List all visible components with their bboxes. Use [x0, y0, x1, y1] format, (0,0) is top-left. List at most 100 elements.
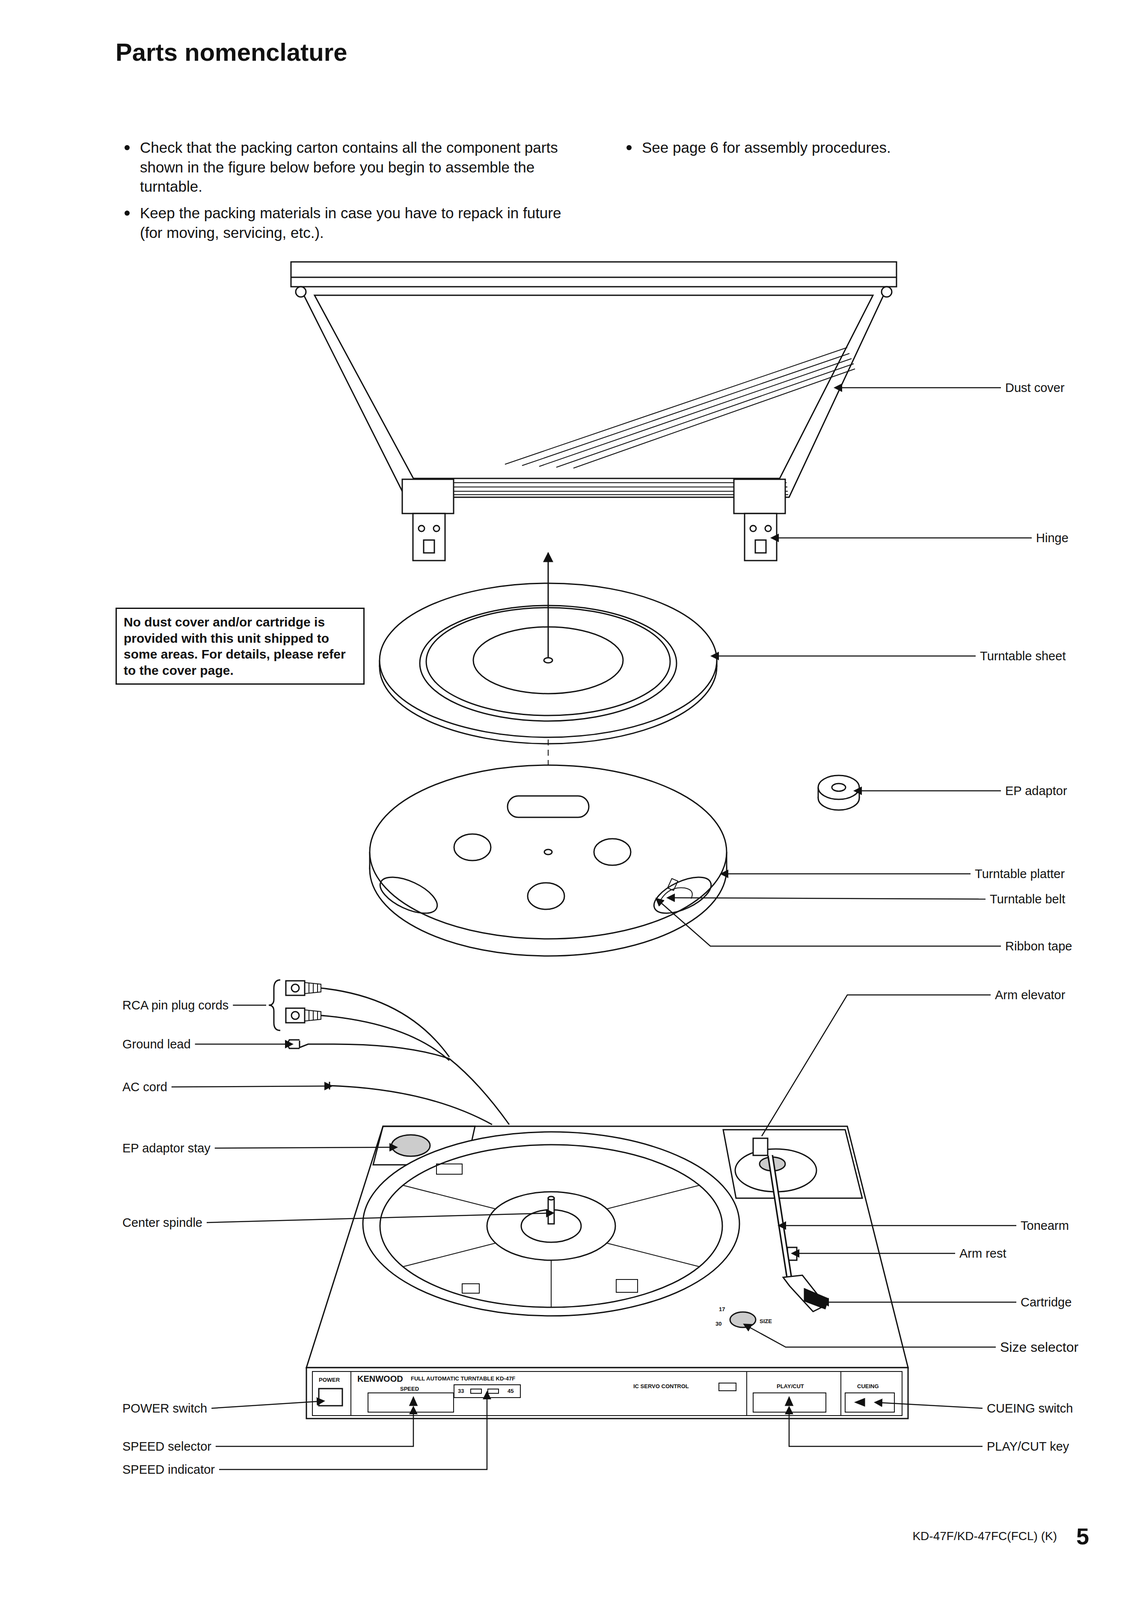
turntable-base	[487, 1389, 499, 1394]
ep-adaptor	[818, 775, 860, 800]
leader-line	[215, 1413, 414, 1447]
part-label: Tonearm	[1020, 1218, 1069, 1234]
part-label: PLAY/CUT key	[986, 1439, 1069, 1455]
part-label: Ribbon tape	[1005, 938, 1072, 954]
turntable-base	[470, 1389, 482, 1394]
part-label: POWER switch	[122, 1401, 208, 1417]
hinge	[423, 540, 435, 553]
dust-cover	[407, 482, 787, 484]
leader-line	[206, 1213, 547, 1223]
turntable-base	[785, 1397, 793, 1406]
turntable-platter	[593, 838, 631, 866]
page-title: Parts nomenclature	[115, 37, 348, 67]
leader-line	[171, 1086, 326, 1087]
panel-marking: 17	[718, 1306, 725, 1313]
part-label: Turntable sheet	[979, 648, 1066, 664]
cords	[268, 979, 510, 1125]
leader-line	[881, 1402, 983, 1409]
part-label: Dust cover	[1005, 380, 1065, 396]
turntable-sheet	[543, 657, 553, 663]
bullet-dot	[626, 145, 632, 151]
turntable-base	[753, 1392, 826, 1413]
cords	[304, 1009, 321, 1022]
turntable-base	[409, 1397, 417, 1406]
panel-marking: CUEING	[857, 1383, 879, 1390]
cords	[329, 1081, 493, 1125]
panel-marking: FULL AUTOMATIC TURNTABLE KD-47F	[410, 1375, 516, 1383]
turntable-platter	[374, 869, 443, 921]
turntable-platter	[667, 878, 678, 891]
brand-marking: KENWOOD	[357, 1373, 404, 1384]
cords	[268, 979, 281, 1031]
leader-line	[860, 790, 1001, 792]
instruction-text: Check that the packing carton contains a…	[139, 137, 564, 197]
leader-line	[232, 1004, 267, 1007]
panel-marking: 45	[507, 1387, 514, 1395]
turntable-base	[548, 1196, 555, 1200]
dust-cover	[405, 494, 789, 496]
dust-cover	[299, 285, 888, 498]
part-label: Turntable platter	[974, 866, 1065, 882]
turntable-platter	[544, 849, 553, 855]
turntable-base	[804, 1288, 829, 1309]
cords	[287, 1039, 450, 1059]
part-label: Hinge	[1036, 530, 1069, 546]
hinge	[744, 513, 777, 561]
part-label: SPEED selector	[122, 1439, 212, 1455]
dust-cover	[314, 295, 873, 479]
hinge	[418, 525, 425, 532]
note-box: No dust cover and/or cartridge is provid…	[115, 607, 365, 685]
leader-line	[749, 1327, 996, 1348]
turntable-sheet	[547, 552, 550, 658]
leader-line	[841, 387, 1001, 389]
turntable-base	[368, 1392, 454, 1413]
panel-marking: 33	[457, 1387, 464, 1395]
cords	[304, 982, 321, 994]
leader-line	[195, 1043, 286, 1045]
turntable-platter	[369, 765, 727, 956]
part-label: EP adaptor stay	[122, 1140, 211, 1156]
note-text: No dust cover and/or cartridge is provid…	[123, 614, 357, 679]
part-label: Turntable belt	[989, 891, 1066, 907]
cords	[285, 1008, 305, 1023]
turntable-base	[548, 1198, 555, 1224]
hinge	[433, 525, 440, 532]
part-label: Arm rest	[959, 1246, 1007, 1262]
turntable-base	[753, 1138, 768, 1156]
instruction-text: Keep the packing materials in case you h…	[139, 203, 564, 243]
hinge	[755, 540, 766, 553]
leader-line	[219, 1398, 487, 1470]
turntable-base	[312, 1371, 903, 1416]
turntable-base	[306, 1126, 909, 1368]
turntable-platter	[454, 834, 491, 861]
dust-cover	[290, 261, 897, 498]
dust-cover	[290, 276, 897, 279]
page-footer: KD-47F/KD-47FC(FCL) (K)	[912, 1528, 1057, 1544]
turntable-base	[350, 1371, 352, 1416]
turntable-base	[723, 1129, 863, 1199]
part-label: AC cord	[122, 1079, 168, 1095]
turntable-base	[379, 1144, 723, 1308]
turntable-base	[770, 1155, 790, 1280]
dust-cover	[881, 286, 892, 297]
cords	[291, 1011, 300, 1020]
turntable-platter	[659, 887, 693, 903]
panel-marking: IC SERVO CONTROL	[633, 1383, 689, 1390]
panel-marking: 30	[715, 1320, 722, 1328]
dust-cover	[504, 347, 855, 469]
cords	[291, 984, 300, 992]
turntable-base	[306, 1367, 909, 1419]
panel-marking: PLAY/CUT	[776, 1383, 805, 1390]
hinge	[765, 525, 772, 532]
turntable-base	[403, 1185, 700, 1308]
leader-line	[785, 1225, 1017, 1227]
bullet-dot	[124, 210, 130, 216]
leader-line	[798, 1252, 956, 1255]
turntable-base	[436, 1163, 463, 1175]
hinge	[733, 479, 786, 514]
turntable-base	[746, 1371, 748, 1416]
dust-cover	[295, 286, 306, 297]
turntable-base	[840, 1371, 842, 1416]
leader-line	[828, 1301, 1017, 1304]
part-label: RCA pin plug cords	[122, 997, 229, 1013]
